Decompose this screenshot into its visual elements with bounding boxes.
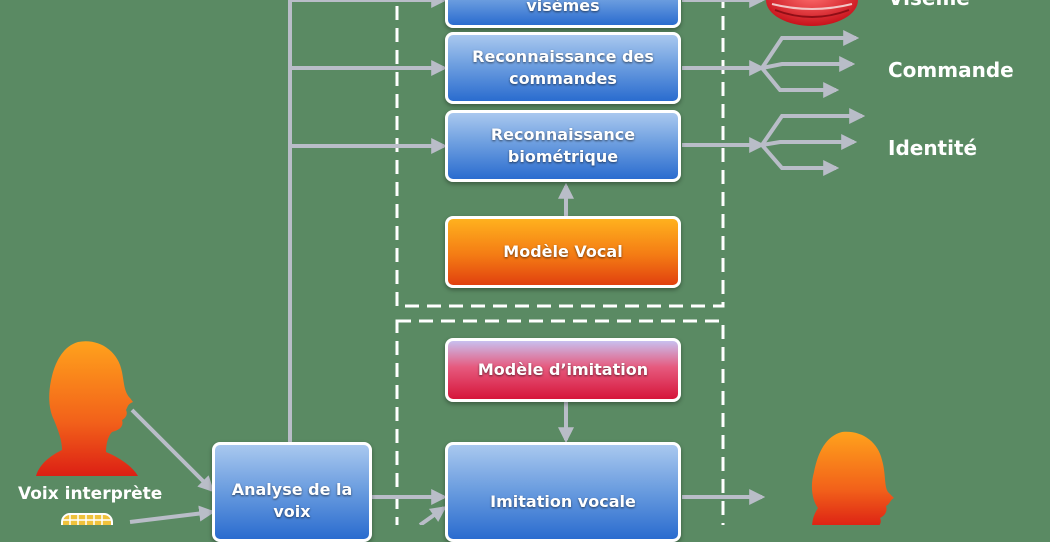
viseme-output-label: Visème [888,0,970,10]
visemes-box: visèmes [445,0,681,28]
arrow-person-to-analysis-lower [129,505,216,524]
command-branch-arrows [760,30,860,98]
grid-icon [61,513,113,525]
listener-person-icon [811,431,894,525]
lips-icon [766,0,858,26]
command-recognition-box: Reconnaissance des commandes [445,32,681,104]
imitation-model-label: Modèle d’imitation [477,360,649,379]
arrow-person-to-analysis [130,408,215,493]
voice-analysis-label: Analyse de la voix [231,480,353,521]
voice-analysis-box: Analyse de la voix [212,442,372,542]
command-recognition-label: Reconnaissance des commandes [472,47,654,88]
vocal-imitation-label: Imitation vocale [490,492,636,511]
identity-output-label: Identité [888,136,978,160]
speaker-person-icon [36,341,138,476]
imitation-model-box: Modèle d’imitation [445,338,681,402]
visemes-label: visèmes [526,0,600,15]
identity-branch-arrows [760,108,866,176]
diagram-canvas [36,0,894,525]
biometric-recognition-box: Reconnaissance biométrique [445,110,681,182]
vocal-model-label: Modèle Vocal [503,242,623,261]
vocal-imitation-box: Imitation vocale [445,442,681,542]
vocal-model-box: Modèle Vocal [445,216,681,288]
biometric-recognition-label: Reconnaissance biométrique [490,125,636,166]
command-output-label: Commande [888,58,1014,82]
imitation-group-frame [395,319,725,525]
interpreter-voice-label: Voix interprète [18,484,163,504]
arrow-analysis-to-imitation-lower [418,506,447,525]
